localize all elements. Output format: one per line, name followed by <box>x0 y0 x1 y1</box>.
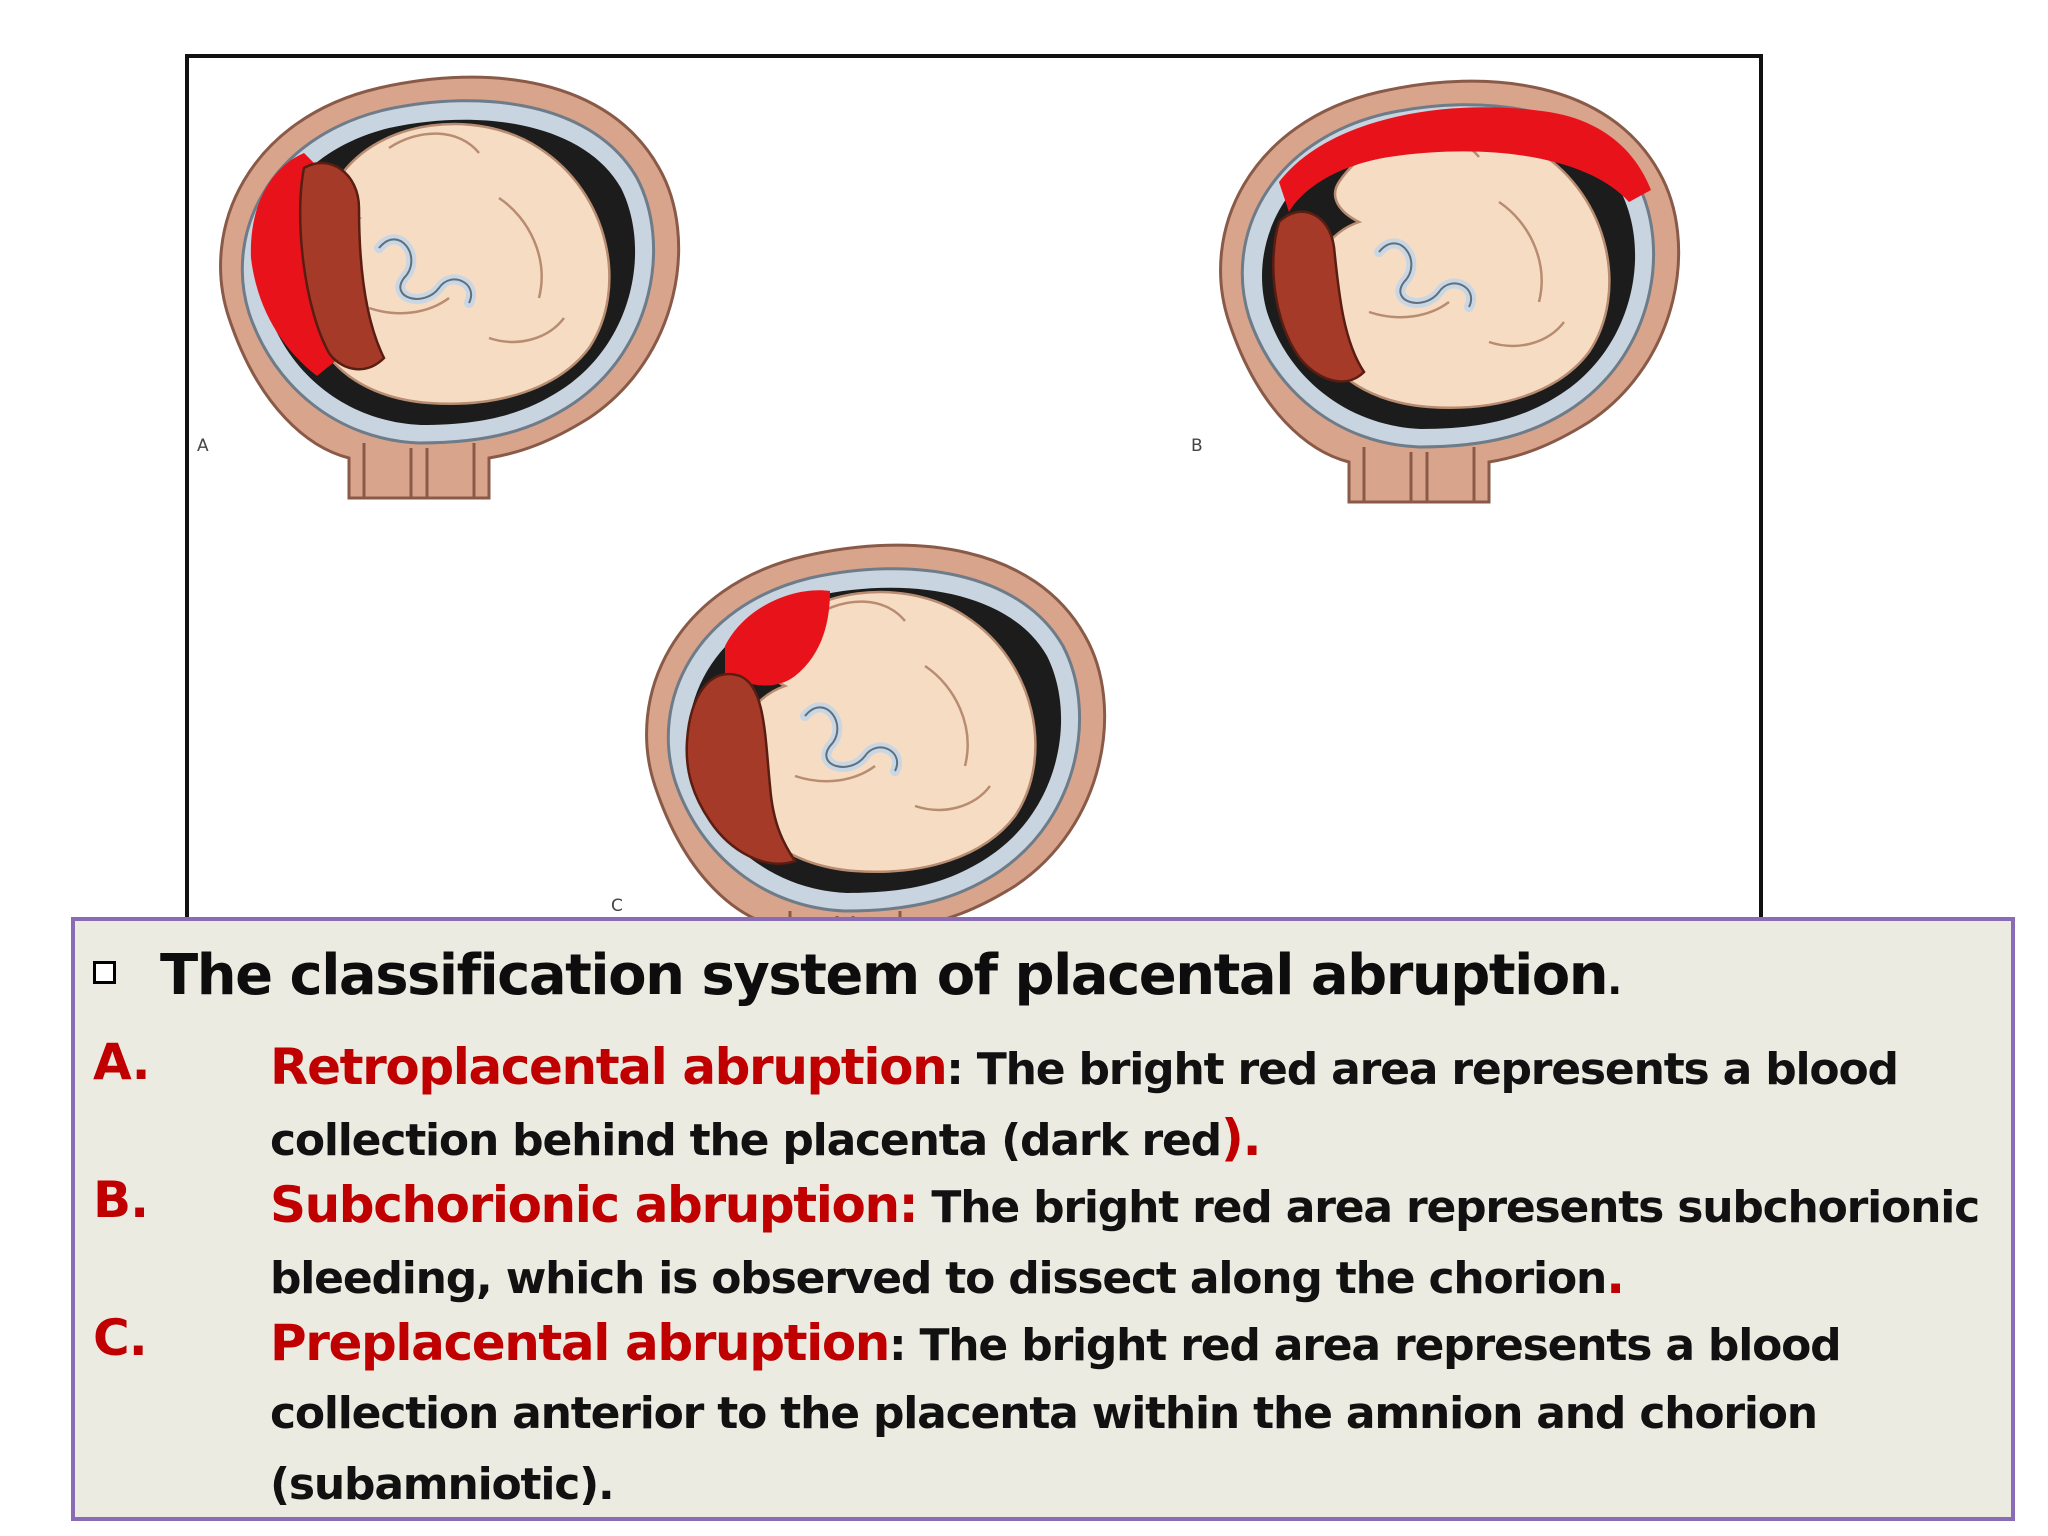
classification-text-box: The classification system of placental a… <box>71 917 2015 1521</box>
heading-text: The classification system of placental a… <box>160 943 1609 1008</box>
item-body: Retroplacental abruption: The bright red… <box>270 1033 1990 1175</box>
item-body: Subchorionic abruption: The bright red a… <box>270 1171 1990 1313</box>
placenta-c <box>685 672 797 865</box>
item-tail: ). <box>1220 1109 1262 1167</box>
item-term: Retroplacental abruption <box>270 1038 948 1096</box>
placenta-b <box>1272 210 1366 383</box>
hollow-square-bullet-icon <box>93 961 116 985</box>
item-term: Subchorionic abruption: <box>270 1176 919 1234</box>
blood-collection-c <box>725 590 830 686</box>
item-description: : The bright red area represents a blood… <box>270 1320 1842 1510</box>
panel-label-a: A <box>197 436 210 456</box>
item-letter: A. <box>93 1033 151 1091</box>
blood-collection-b <box>1279 107 1651 212</box>
heading: The classification system of placental a… <box>93 943 1622 1008</box>
item-description: The bright red area represents subchorio… <box>270 1182 1980 1304</box>
panel-label-c: C <box>611 896 624 916</box>
item-tail: . <box>1606 1247 1625 1305</box>
item-letter: B. <box>93 1171 149 1229</box>
item-letter: C. <box>93 1309 148 1367</box>
item-body: Preplacental abruption: The bright red a… <box>270 1309 1990 1519</box>
heading-period: . <box>1607 958 1622 1004</box>
panel-label-b: B <box>1191 436 1204 456</box>
figure-frame: A B C <box>185 54 1763 954</box>
item-term: Preplacental abruption <box>270 1314 890 1372</box>
placenta-a <box>298 161 386 371</box>
item-description: : The bright red area represents a blood… <box>270 1044 1899 1166</box>
uterus-diagrams <box>189 58 1759 950</box>
